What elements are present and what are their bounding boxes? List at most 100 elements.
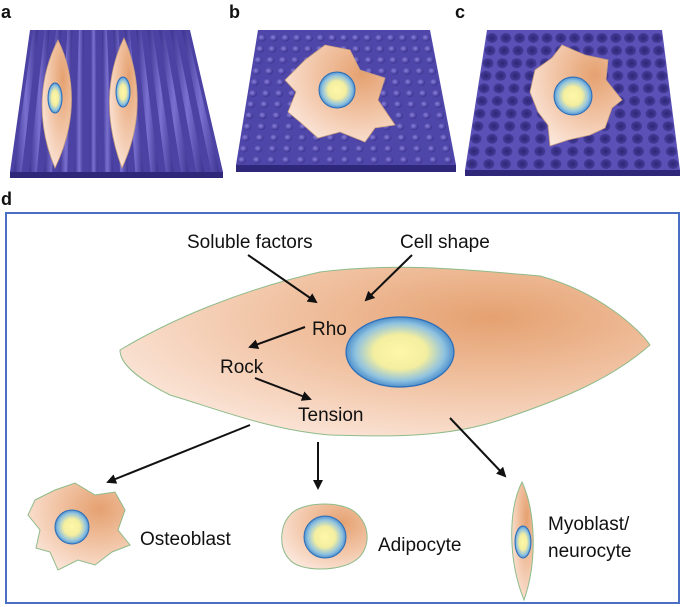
substrate-pillar (411, 134, 420, 142)
substrate-pillar (288, 90, 297, 97)
substrate-pillar (413, 145, 422, 153)
substrate-pillar (260, 101, 269, 108)
substrate-pit (639, 45, 650, 56)
substrate-pillar (340, 145, 349, 153)
substrate-pillar (418, 90, 427, 97)
substrate-pillar (429, 156, 438, 164)
substrate-pillar (427, 145, 436, 153)
substrate-pit (490, 108, 502, 119)
substrate-ridge (136, 30, 159, 172)
substrate-pillar (363, 34, 372, 42)
substrate-pit (631, 121, 642, 132)
substrate-pillar (250, 78, 259, 86)
substrate-pillar (438, 123, 446, 131)
substrate-pillar (404, 78, 413, 86)
substrate-pillar (408, 112, 417, 120)
substrate-ridge (28, 30, 50, 172)
substrate-pit (616, 146, 628, 157)
substrate-ridge (170, 30, 205, 172)
substrate-pillar (407, 101, 416, 108)
substrate-pit (645, 108, 657, 119)
substrate-pit (582, 33, 594, 43)
substrate-pillar (258, 34, 266, 42)
substrate-pit (653, 45, 665, 56)
substrate-pillar (245, 112, 254, 120)
substrate-pillar (364, 56, 373, 64)
arrow-rock-to-tension (254, 377, 312, 401)
substrate-pit (520, 121, 531, 132)
panel-label-d: d (1, 189, 12, 209)
substrate-pillar (254, 56, 263, 64)
substrate-pit (527, 33, 539, 43)
substrate-pit (516, 159, 528, 169)
substrate-pillar (385, 156, 394, 164)
substrate-pillar (410, 123, 419, 131)
spread-cell-c (529, 44, 623, 147)
substrate-pillar (266, 56, 275, 64)
substrate-pillar (326, 156, 335, 164)
substrate-pillar (270, 134, 278, 142)
substrate-pit (502, 133, 514, 144)
substrate-pillar (304, 34, 313, 42)
substrate-pillar (376, 45, 385, 53)
substrate-pit (482, 58, 494, 69)
substrate-pillar (396, 123, 405, 131)
substrate-pit (583, 159, 595, 169)
substrate-pit (486, 33, 498, 43)
substrate-ridge (147, 30, 174, 172)
substrate-pit (491, 96, 503, 106)
substrate-pit (480, 70, 492, 81)
substrate-pillar (282, 156, 291, 164)
substrate-pillar (369, 134, 378, 142)
substrate-pit (555, 33, 567, 43)
substrate-pit (633, 146, 644, 157)
substrate-pit (512, 45, 524, 56)
substrate-pillar (272, 112, 281, 120)
substrate-pillar (414, 156, 423, 164)
substrate-pit (496, 58, 508, 69)
substrate-pit (550, 146, 562, 157)
substrate-pit (504, 121, 516, 132)
substrate-pit (505, 108, 517, 119)
substrate-pillar (271, 123, 280, 131)
substrate-pit (519, 133, 530, 144)
arrow-to-myoblast (449, 417, 507, 478)
arrow-rho-to-rock (248, 326, 306, 349)
substrate-pillar (247, 101, 256, 108)
substrate-pillar (440, 134, 448, 142)
substrate-pillar (413, 56, 422, 64)
substrate-pillar (328, 34, 337, 42)
substrate-pillar (384, 145, 393, 153)
substrate-pit (550, 159, 562, 169)
substrate-pit (629, 96, 640, 106)
substrate-pillar (412, 45, 420, 53)
substrate-pit (521, 108, 533, 119)
arrow-shape-to-rho (364, 254, 413, 302)
label-rho: Rho (312, 319, 347, 340)
substrate-pillar (238, 156, 246, 164)
substrate-pillar (377, 56, 385, 64)
osteoblast-cell (27, 482, 131, 571)
substrate-pit (624, 33, 635, 43)
substrate-pillar (351, 34, 360, 42)
substrate-pillar (326, 145, 335, 153)
substrate-pillar (444, 156, 452, 164)
substrate-pit (486, 133, 498, 144)
substrate-pit (649, 146, 661, 157)
substrate-pillar (391, 78, 400, 86)
substrate-pit (611, 45, 622, 56)
substrate-pillar (393, 101, 402, 108)
substrate-pit (634, 159, 645, 169)
substrate-pillar (277, 67, 286, 75)
substrate-pit (476, 96, 488, 106)
substrate-pit (533, 159, 545, 169)
spread-cell-b (284, 44, 396, 143)
substrate-pillar (265, 67, 274, 75)
substrate-ridge (101, 30, 113, 172)
substrate-pit (657, 83, 669, 94)
substrate-pit (613, 83, 624, 94)
substrate-pillar (239, 145, 248, 153)
substrate-pillar (280, 45, 289, 53)
substrate-pillar (276, 78, 285, 86)
substrate-pillar (402, 67, 411, 75)
